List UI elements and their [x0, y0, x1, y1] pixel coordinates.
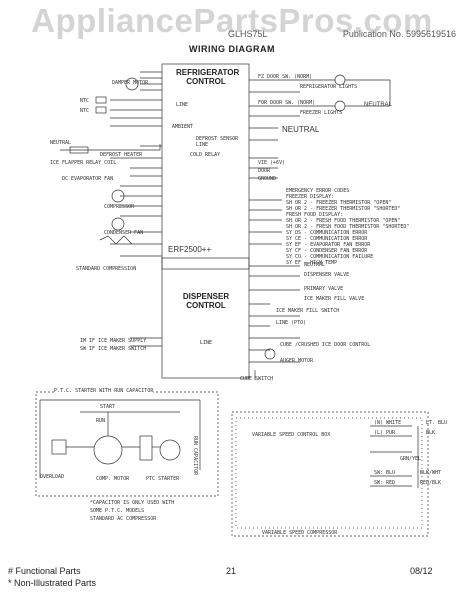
error-codes-block: EMERGENCY ERROR CODES FREEZER DISPLAY: S…	[286, 188, 456, 266]
control-model-label: ERF2500++	[168, 245, 212, 254]
page-number: 21	[226, 566, 237, 576]
ptc-run-label: RUN	[96, 418, 106, 424]
error-code-line: SH OR 2 - FREEZER THERMISTOR "SHORTED"	[286, 206, 401, 212]
condenser-fan-label: CONDENSER FAN	[104, 230, 144, 236]
error-code-line: SY EF - EVAPORATOR FAN ERROR	[286, 242, 371, 248]
refrigerator-control-box	[161, 63, 250, 270]
neutral-left-label: NEUTRAL	[50, 140, 72, 146]
defrost-sensor-label: DEFROST SENSOR	[196, 136, 239, 142]
error-code-line: SY CO - COMMUNICATION FAILURE	[286, 254, 374, 260]
compressor-label: COMPRESSOR	[104, 204, 135, 210]
model-number: GLHS75L	[228, 29, 268, 39]
vsc-wire1-right: LT. BLU	[426, 420, 448, 426]
vsc-box-label: VARIABLE SPEED CONTROL BOX	[252, 432, 331, 438]
ptc-start-label: START	[100, 404, 116, 410]
line-pto-label: LINE (PTO)	[276, 320, 307, 326]
comp-motor-label: COMP. MOTOR	[96, 476, 130, 482]
primary-valve-label: PRIMARY VALVE	[304, 286, 344, 292]
neutral-main-label: NEUTRAL	[282, 125, 320, 134]
ground-label: GROUND	[258, 176, 277, 182]
error-code-line: FRESH FOOD DISPLAY:	[286, 212, 344, 218]
cube-crushed-label: CUBE /CRUSHED ICE DOOR CONTROL	[280, 342, 371, 348]
dispenser-valve-label: DISPENSER VALVE	[304, 272, 350, 278]
vsc-wire5-right: RED/BLK	[420, 480, 442, 486]
error-code-line: SY CF - CONDENSER FAN ERROR	[286, 248, 368, 254]
watermark: AppliancePartsPros.com	[31, 2, 433, 39]
vsc-wire4-left: SW: BLU	[374, 470, 396, 476]
freezer-lights-label: FREEZER LIGHTS	[300, 110, 343, 116]
door-label: DOOR	[258, 168, 271, 174]
ptc-note-2: SOME P.T.C. MODELS	[90, 508, 145, 514]
line2-label: LINE	[196, 142, 209, 148]
refrigerator-control-label: REFRIGERATOR CONTROL	[176, 68, 240, 86]
error-code-line: EMERGENCY ERROR CODES	[286, 188, 350, 194]
line-main-label: LINE	[176, 102, 189, 108]
vsc-compressor-label: VARIABLE SPEED COMPRESSOR	[262, 530, 338, 536]
cold-relay-label: COLD RELAY	[190, 152, 221, 158]
error-code-line: SH OR 2 - FRESH FOOD THERMISTOR "OPEN"	[286, 218, 401, 224]
vsc-wire1-left: (N) WHITE	[374, 420, 402, 426]
refrigerator-control-label-line1: REFRIGERATOR	[176, 68, 240, 77]
dispenser-control-label-line2: CONTROL	[186, 301, 226, 310]
error-code-line: SY CE - COMMUNICATION ERROR	[286, 236, 368, 242]
cube-switch-label: CUBE SWITCH	[240, 376, 274, 382]
refrigerator-control-label-line2: CONTROL	[186, 77, 226, 86]
ptc-note-1: *CAPACITOR IS ONLY USED WITH	[90, 500, 175, 506]
vie-label: VIE (+6V)	[258, 160, 286, 166]
ptc-title: P.T.C. STARTER WITH RUN CAPACITOR	[54, 388, 154, 394]
vsc-wire2-left: (L) PUR	[374, 430, 396, 436]
ff-door-switch-label: FOR DOOR SW. (NORM)	[258, 100, 316, 106]
error-code-line: SH OR 2 - FREEZER THERMISTOR "OPEN"	[286, 200, 392, 206]
ptc-starter-label: PTC STARTER	[146, 476, 180, 482]
ice-flapper-label: ICE FLAPPER RELAY COIL	[50, 160, 117, 166]
dispenser-control-label-line1: DISPENSER	[182, 292, 230, 301]
fz-door-switch-label: FZ DOOR SW. (NORM)	[258, 74, 313, 80]
error-code-line: SY EF - HIGH TEMP	[286, 260, 338, 266]
ice-maker-switch-label: SW IF ICE MAKER SWITCH	[80, 346, 147, 352]
dispenser-line-label: LINE	[200, 340, 213, 346]
ntc-ff-label: NTC	[80, 98, 90, 104]
vsc-wire2-right: BLK	[426, 430, 436, 436]
ice-maker-fill-switch-label: ICE MAKER FILL SWITCH	[276, 308, 340, 314]
ptc-note-3: STANDARD AC COMPRESSOR	[90, 516, 157, 522]
error-code-line: SY OS - COMMUNICATION ERROR	[286, 230, 368, 236]
neutral-right-label: NEUTRAL	[364, 102, 393, 108]
run-capacitor-label: RUN CAPACITOR	[192, 436, 198, 476]
error-code-line: SH OR 2 - FRESH FOOD THERMISTOR "SHORTED…	[286, 224, 410, 230]
ntc-fz-label: NTC	[80, 108, 90, 114]
footer-date: 08/12	[410, 566, 433, 576]
standard-compression-label: STANDARD COMPRESSION	[76, 266, 137, 272]
refrigerator-lights-label: REFRIGERATOR LIGHTS	[300, 84, 358, 90]
error-code-line: FREEZER DISPLAY:	[286, 194, 335, 200]
dispenser-control-box	[161, 257, 250, 379]
dispenser-neutral-label: NEUTRAL	[304, 262, 326, 268]
diagram-title: WIRING DIAGRAM	[189, 44, 275, 54]
ice-maker-fill-valve-label: ICE MAKER FILL VALVE	[304, 296, 365, 302]
footer-legend-functional: # Functional Parts	[8, 566, 81, 576]
ambient-label: AMBIENT	[172, 124, 194, 130]
footer-legend-non-illustrated: * Non-Illustrated Parts	[8, 578, 97, 588]
vsc-wire3: GRN/YEL	[400, 456, 422, 462]
dc-evap-fan-label: DC EVAPORATOR FAN	[62, 176, 114, 182]
overload-label: OVERLOAD	[40, 474, 65, 480]
ice-maker-supply-label: IM IF ICE MAKER SUPPLY	[80, 338, 147, 344]
damper-motor-label: DAMPER MOTOR	[112, 80, 149, 86]
dispenser-control-label: DISPENSER CONTROL	[176, 292, 236, 310]
publication-number: Publication No. 5995619516	[342, 29, 456, 39]
auger-motor-label: AUGER MOTOR	[280, 358, 314, 364]
vsc-wire5-left: SW: RED	[374, 480, 396, 486]
defrost-heater-label: DEFROST HEATER	[100, 152, 143, 158]
vsc-wire4-right: BLK/WHT	[420, 470, 442, 476]
